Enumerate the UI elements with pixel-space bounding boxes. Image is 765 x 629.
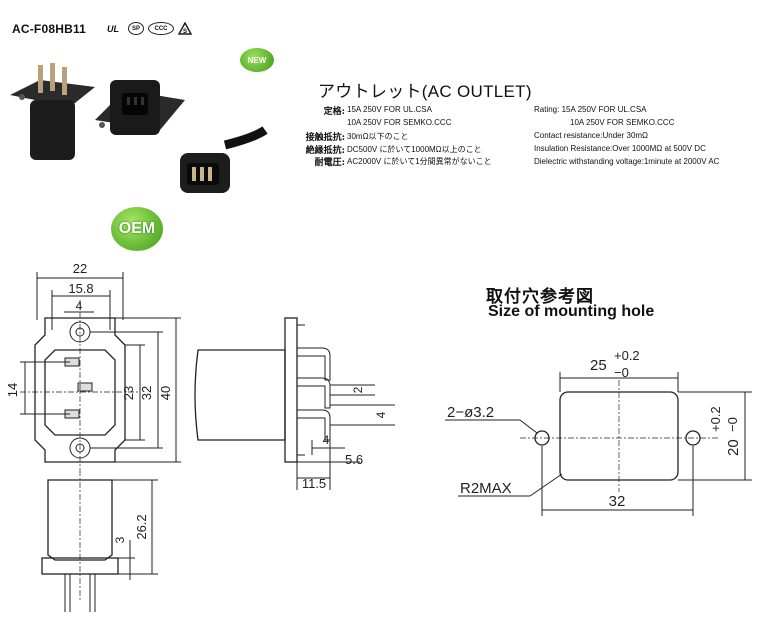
product-photos <box>10 63 268 193</box>
hole-width-tol-minus: −0 <box>614 365 629 380</box>
spec-jp-value: 30mΩ以下のこと <box>347 132 409 141</box>
dim-4-vertical: 4 <box>374 411 388 418</box>
hole-pitch: 32 <box>609 493 626 510</box>
side-view: 2 4 4 5.6 11.5 <box>194 317 395 491</box>
mounting-hole-title-jp: 取付穴参考図 <box>486 287 594 307</box>
hole-width: 25 <box>590 357 607 374</box>
hole-height-tol-plus: +0.2 <box>708 406 723 432</box>
spec-en: Dielectric withstanding voltage:1minute … <box>534 157 720 166</box>
dim-26-2: 26.2 <box>134 514 149 539</box>
spec-en: Rating: 15A 250V FOR UL.CSA <box>534 105 647 114</box>
dim-5-6: 5.6 <box>345 452 363 467</box>
spec-jp-value: 10A 250V FOR SEMKO.CCC <box>347 118 452 127</box>
outlet-photo-1 <box>10 63 95 160</box>
dim-15-8: 15.8 <box>68 281 93 296</box>
csa-cert-icon: SP <box>128 22 144 35</box>
dim-32: 32 <box>139 386 154 400</box>
oem-badge: OEM <box>111 207 163 251</box>
new-badge: NEW <box>240 48 274 72</box>
product-title: アウトレット(AC OUTLET) <box>318 82 532 101</box>
dim-4-horizontal: 4 <box>323 433 330 447</box>
semko-cert-icon: S <box>178 22 192 36</box>
mounting-hole-title-en: Size of mounting hole <box>488 303 655 320</box>
spec-jp-value: AC2000V に於いて1分間異常がないこと <box>347 157 492 166</box>
hole-width-tol-plus: +0.2 <box>614 348 640 363</box>
spec-jp-label: 定格: <box>323 107 345 117</box>
model-number: AC-F08HB11 <box>12 22 87 36</box>
hole-height-tol-minus: −0 <box>725 417 740 432</box>
dim-14: 14 <box>5 383 20 397</box>
spec-jp-label: 絶縁抵抗: <box>305 146 345 156</box>
mounting-hole-diagram: 25 +0.2 −0 20 +0.2 −0 2−ø3.2 R2MAX 32 <box>445 348 752 516</box>
plug-photo <box>180 126 268 193</box>
hole-diameter-label: 2−ø3.2 <box>447 404 494 421</box>
dim-3: 3 <box>113 536 127 543</box>
dim-22: 22 <box>73 261 87 276</box>
hole-height: 20 <box>725 439 742 456</box>
dim-40: 40 <box>158 386 173 400</box>
ccc-cert-icon: CCC <box>148 22 174 35</box>
spec-jp-label: 耐電圧: <box>314 158 345 168</box>
spec-jp-value: 15A 250V FOR UL.CSA <box>347 105 432 114</box>
dim-4: 4 <box>76 299 83 313</box>
svg-text:S: S <box>183 29 187 35</box>
dim-23: 23 <box>121 386 136 400</box>
outlet-photo-2 <box>95 80 185 135</box>
bottom-view: 3 26.2 <box>41 470 158 612</box>
dim-11-5: 11.5 <box>302 476 326 491</box>
dim-2: 2 <box>351 386 365 393</box>
spec-en: 10A 250V FOR SEMKO.CCC <box>570 118 675 127</box>
corner-radius-label: R2MAX <box>460 480 512 497</box>
front-view: 22 15.8 4 14 23 32 <box>5 261 181 470</box>
spec-jp-label: 接触抵抗: <box>305 133 345 143</box>
spec-jp-value: DC500V に於いて1000MΩ以上のこと <box>347 145 482 154</box>
ul-cert-icon: UL <box>107 24 119 34</box>
spec-en: Contact resistance:Under 30mΩ <box>534 131 649 140</box>
spec-en: Insulation Resistance:Over 1000MΩ at 500… <box>534 144 706 153</box>
